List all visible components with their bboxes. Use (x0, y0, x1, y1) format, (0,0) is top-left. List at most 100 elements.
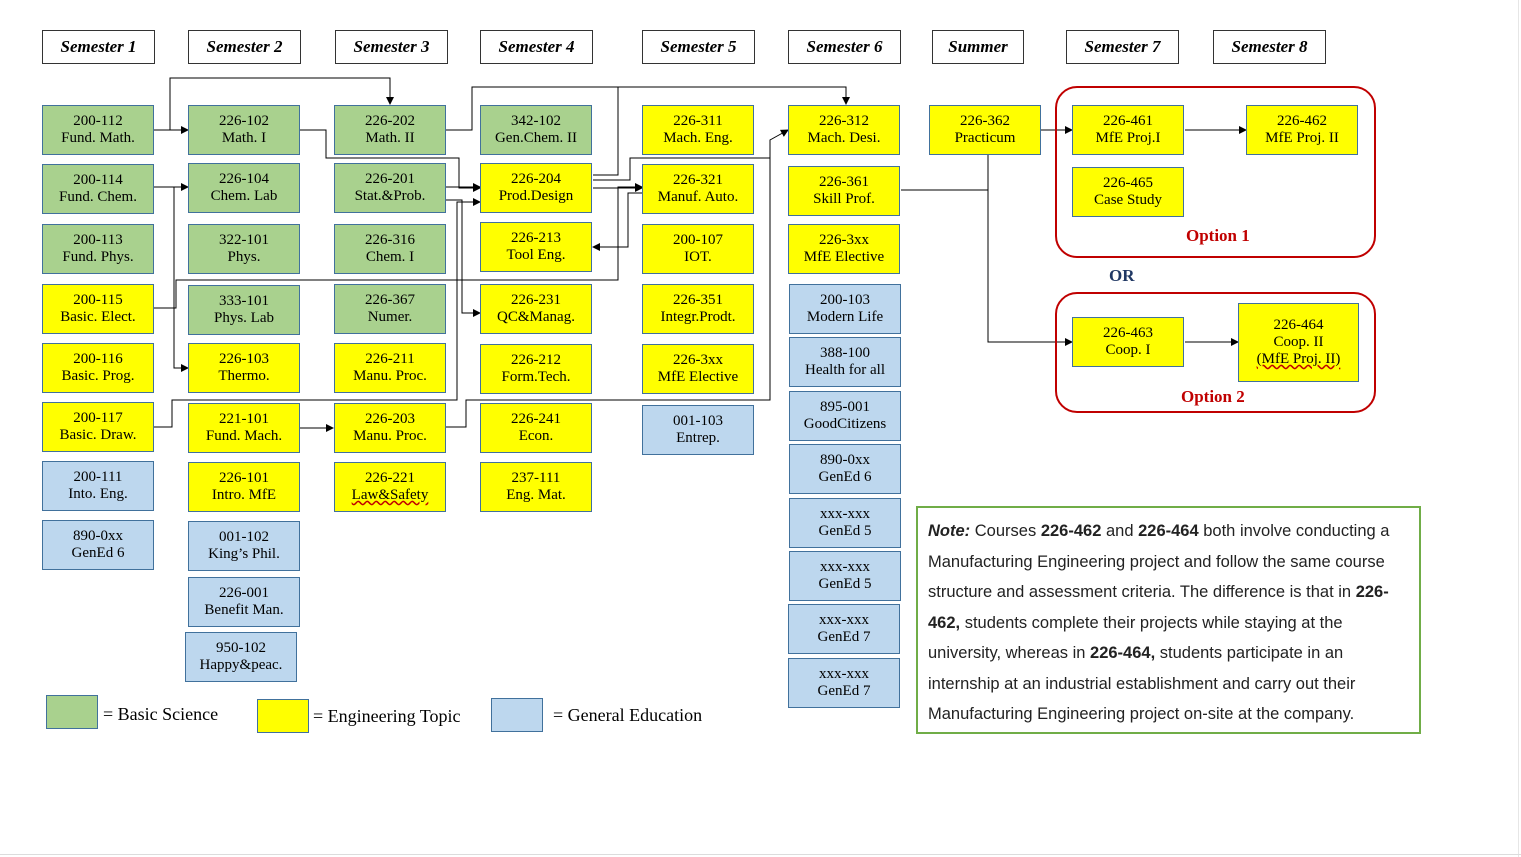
course-code: 226-212 (511, 352, 561, 368)
semester-5-header: Semester 5 (642, 30, 755, 64)
legend-general-label: = General Education (553, 705, 703, 725)
course-code: 226-103 (219, 351, 269, 367)
course-name: IOT. (684, 249, 712, 265)
course-name: Manu. Proc. (353, 368, 427, 384)
course-code: 221-101 (219, 411, 269, 427)
course-code: 226-321 (673, 172, 723, 188)
course-name: Happy&peac. (199, 657, 283, 673)
note-box: Note: Courses 226-462 and 226-464 both i… (916, 506, 1421, 734)
note-label: Note: (928, 522, 971, 540)
course-name: Health for all (805, 362, 885, 378)
course-code: 226-213 (511, 230, 561, 246)
course-name: Eng. Mat. (506, 487, 566, 503)
course-code: 200-115 (73, 292, 123, 308)
course-name: Math. II (365, 130, 415, 146)
course-code: 226-211 (365, 351, 415, 367)
course-code: 226-3xx (819, 232, 869, 248)
course-code: 226-201 (365, 171, 415, 187)
course-extra: (MfE Proj. II) (1256, 351, 1341, 367)
arrow-math1-to-proddesign (300, 129, 481, 192)
course-code: 322-101 (219, 232, 269, 248)
course-name: Mach. Desi. (807, 130, 881, 146)
course-name: Manu. Proc. (353, 428, 427, 444)
arrow-fundmath-to-math2 (169, 77, 394, 130)
legend-engineering-label: = Engineering Topic (313, 706, 461, 726)
course-name: Modern Life (806, 309, 884, 325)
option-2-frame (1055, 292, 1376, 413)
course-name: Practicum (954, 130, 1016, 146)
course-name: QC&Manag. (497, 309, 575, 325)
course-name: MfE Proj.I (1095, 130, 1161, 146)
course-code: 226-203 (365, 411, 415, 427)
arrow-elect-to-manufauto (154, 183, 643, 309)
course-name: Fund. Chem. (59, 189, 137, 205)
course-code: 890-0xx (73, 528, 123, 544)
course-name: Case Study (1094, 192, 1162, 208)
course-name: Coop. II (1273, 334, 1324, 350)
course-name: Fund. Mach. (205, 428, 283, 444)
semester-8-header: Semester 8 (1213, 30, 1326, 64)
course-code: 226-102 (219, 113, 269, 129)
note-course: 226-462, (928, 583, 1389, 632)
note-course: 226-464 (1138, 522, 1199, 540)
page-edge-right (1518, 0, 1519, 857)
course-name: GenEd 6 (818, 469, 872, 485)
course-name: GenEd 5 (818, 523, 872, 539)
course-code: 226-463 (1103, 325, 1153, 341)
arrow-manufauto-to-tooleng (592, 192, 642, 251)
arrow-manuproc-to-machdesi (446, 129, 789, 428)
course-code: 001-102 (219, 529, 269, 545)
course-code: 226-462 (1277, 113, 1327, 129)
course-code: 001-103 (673, 413, 723, 429)
arrow-fundchem-to-thermo (154, 186, 189, 372)
course-name: Phys. (227, 249, 261, 265)
course-code: 226-3xx (673, 352, 723, 368)
course-name: Form.Tech. (501, 369, 571, 385)
course-code: 200-117 (73, 410, 123, 426)
course-name: GenEd 5 (818, 576, 872, 592)
course-name: Integr.Prodt. (660, 309, 736, 325)
semester-1-header: Semester 1 (42, 30, 155, 64)
page-edge-bottom (0, 854, 1521, 855)
course-name: Entrep. (676, 430, 720, 446)
course-code: 895-001 (820, 399, 870, 415)
course-code: 226-202 (365, 113, 415, 129)
semester-3-header: Semester 3 (335, 30, 448, 64)
course-code: 237-111 (511, 470, 561, 486)
course-code: xxx-xxx (820, 506, 870, 522)
course-name: Math. I (221, 130, 267, 146)
course-name: MfE Elective (657, 369, 739, 385)
semester-2-header: Semester 2 (188, 30, 301, 64)
course-name: Skill Prof. (813, 191, 875, 207)
arrow-draw-to-proddesign (154, 198, 481, 428)
course-code: 226-101 (219, 470, 269, 486)
course-name: Chem. I (365, 249, 415, 265)
course-code: 226-461 (1103, 113, 1153, 129)
